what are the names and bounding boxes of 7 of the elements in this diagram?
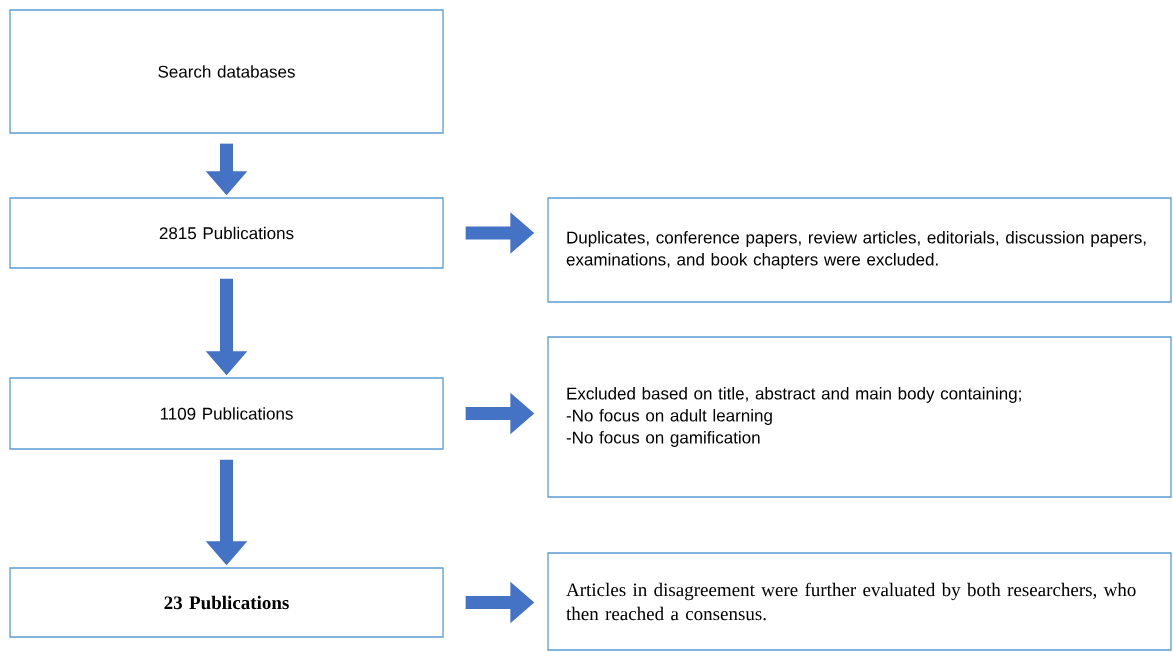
process-box: 1109 Publications xyxy=(9,377,444,450)
process-box: Duplicates, conference papers, review articles, editorials, discussion papers, examinations, and book chapters were excluded. xyxy=(547,197,1172,303)
process-box: 23 Publications xyxy=(9,567,444,638)
process-box: Articles in disagreement were further evaluated by both researchers, who then reached a consensus. xyxy=(547,552,1172,651)
process-box: Excluded based on title, abstract and main body containing; -No focus on adult learning -No focus on gamification xyxy=(547,336,1172,498)
process-box: 2815 Publications xyxy=(9,197,444,269)
process-box: Search databases xyxy=(9,9,444,134)
